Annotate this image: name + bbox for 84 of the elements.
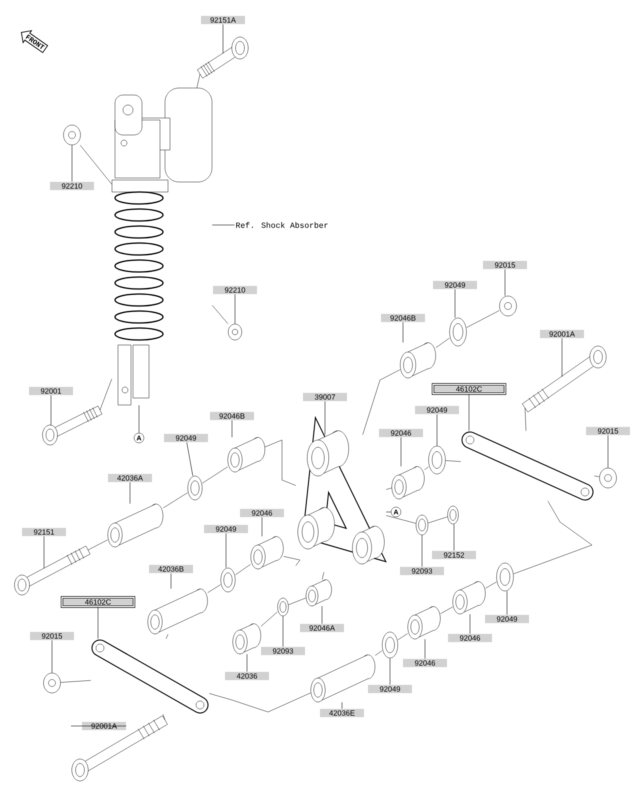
assembly-line <box>375 650 382 656</box>
assembly-line <box>80 145 112 185</box>
assembly-line <box>60 680 91 683</box>
leader-line <box>400 437 402 467</box>
assembly-line <box>212 305 228 324</box>
assembly-line <box>386 515 416 524</box>
leader-line <box>436 414 438 446</box>
link-arm <box>462 432 594 500</box>
bushing <box>250 536 284 570</box>
assembly-line <box>398 633 408 640</box>
assembly-line <box>260 612 278 627</box>
assembly-line <box>322 572 324 580</box>
assembly-line <box>424 466 429 470</box>
leader-line <box>170 573 172 589</box>
bolt <box>522 346 606 412</box>
washer <box>447 506 459 524</box>
leader-line <box>468 394 470 432</box>
assembly-line <box>362 369 400 435</box>
reference-label: Ref. Shock Absorber <box>236 222 328 228</box>
assembly-line <box>264 440 296 486</box>
assembly-line <box>513 501 592 574</box>
washer <box>449 318 467 346</box>
link-arm <box>92 640 208 714</box>
leader-line <box>138 404 140 434</box>
bushing <box>452 581 486 614</box>
washer <box>416 514 428 536</box>
bushing <box>148 588 208 634</box>
leader-line <box>424 639 426 659</box>
nut <box>43 672 61 694</box>
bushing <box>310 654 376 702</box>
leader-line <box>222 24 224 54</box>
assembly-line <box>208 584 221 593</box>
bolt <box>197 36 248 78</box>
assembly-line <box>436 338 450 348</box>
shock-absorber-drawing <box>112 88 212 406</box>
assembly-line <box>162 714 166 720</box>
assembly-line <box>202 466 228 484</box>
leader-line <box>234 294 236 324</box>
assembly-line <box>209 692 311 712</box>
leader-line <box>282 616 284 647</box>
assembly-line <box>428 516 448 524</box>
bolt <box>72 716 168 782</box>
assembly-line <box>166 634 168 639</box>
leader-line <box>504 269 506 296</box>
bushing <box>392 466 424 500</box>
leader-line <box>454 289 456 318</box>
washer <box>188 476 202 500</box>
nut <box>228 324 242 340</box>
assembly-line <box>196 74 200 88</box>
bushing <box>108 504 164 548</box>
assembly-line <box>283 556 300 566</box>
washer <box>220 568 236 592</box>
bushing <box>408 606 440 640</box>
leader-line <box>212 224 235 226</box>
washer <box>277 598 289 616</box>
leader-line <box>506 590 508 615</box>
assembly-line <box>594 476 600 477</box>
washer <box>382 632 398 658</box>
bushing <box>228 437 266 472</box>
assembly-line <box>440 606 453 614</box>
bolt <box>14 546 90 596</box>
leader-line <box>402 322 404 343</box>
assembly-line <box>88 540 108 550</box>
bolt <box>42 406 102 446</box>
bushing <box>400 342 436 378</box>
assembly-line <box>524 408 526 431</box>
assembly-line <box>288 598 306 605</box>
leader-line <box>246 654 248 672</box>
nut <box>63 124 81 146</box>
assembly-line <box>485 582 497 588</box>
assembly-line <box>235 564 251 576</box>
leader-line <box>324 401 326 436</box>
assembly-line <box>445 460 461 462</box>
washer <box>428 446 446 474</box>
washer <box>496 562 514 592</box>
assembly-line <box>100 378 112 410</box>
assembly-line <box>466 310 500 328</box>
leader-line <box>186 442 194 476</box>
assembly-line <box>386 488 392 490</box>
nut <box>599 468 617 488</box>
assembly-line <box>163 492 188 508</box>
nut <box>499 296 517 316</box>
bushing <box>306 580 332 606</box>
bushing <box>232 624 261 654</box>
